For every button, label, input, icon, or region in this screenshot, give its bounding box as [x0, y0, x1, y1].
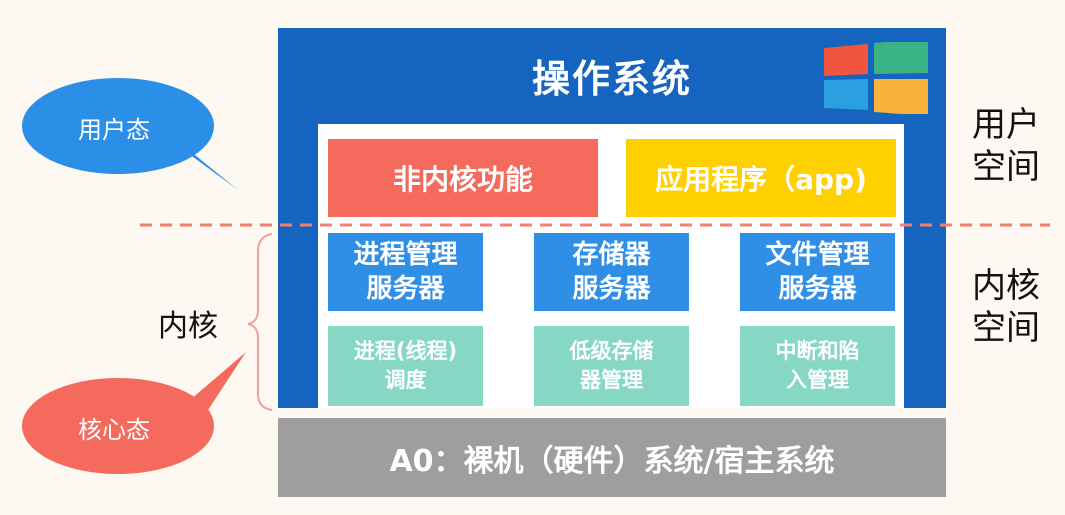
applications-box: 应用程序（app) — [626, 139, 896, 217]
process-scheduling-box: 进程(线程) 调度 — [328, 326, 483, 406]
user-mode-label: 用户态 — [78, 116, 150, 144]
kernel-brace — [247, 233, 273, 411]
kernel-label: 内核 — [158, 309, 218, 344]
kernel-mode-bubble-shape — [22, 352, 246, 474]
file-management-server-box: 文件管理 服务器 — [740, 233, 895, 311]
windows-logo-icon — [824, 42, 928, 114]
non-kernel-functions-box: 非内核功能 — [328, 139, 598, 217]
kernel-space-label: 内核 空间 — [972, 266, 1040, 348]
hardware-bar: A0：裸机（硬件）系统/宿主系统 — [278, 418, 946, 497]
os-title: 操作系统 — [531, 57, 692, 101]
kernel-mode-label: 核心态 — [78, 416, 150, 444]
user-mode-bubble-shape — [22, 78, 238, 190]
low-level-memory-management-box: 低级存储 器管理 — [534, 326, 689, 406]
user-space-label: 用户 空间 — [972, 105, 1040, 187]
memory-server-box: 存储器 服务器 — [534, 233, 689, 311]
process-management-server-box: 进程管理 服务器 — [328, 233, 483, 311]
interrupt-trap-management-box: 中断和陷 入管理 — [740, 326, 895, 406]
